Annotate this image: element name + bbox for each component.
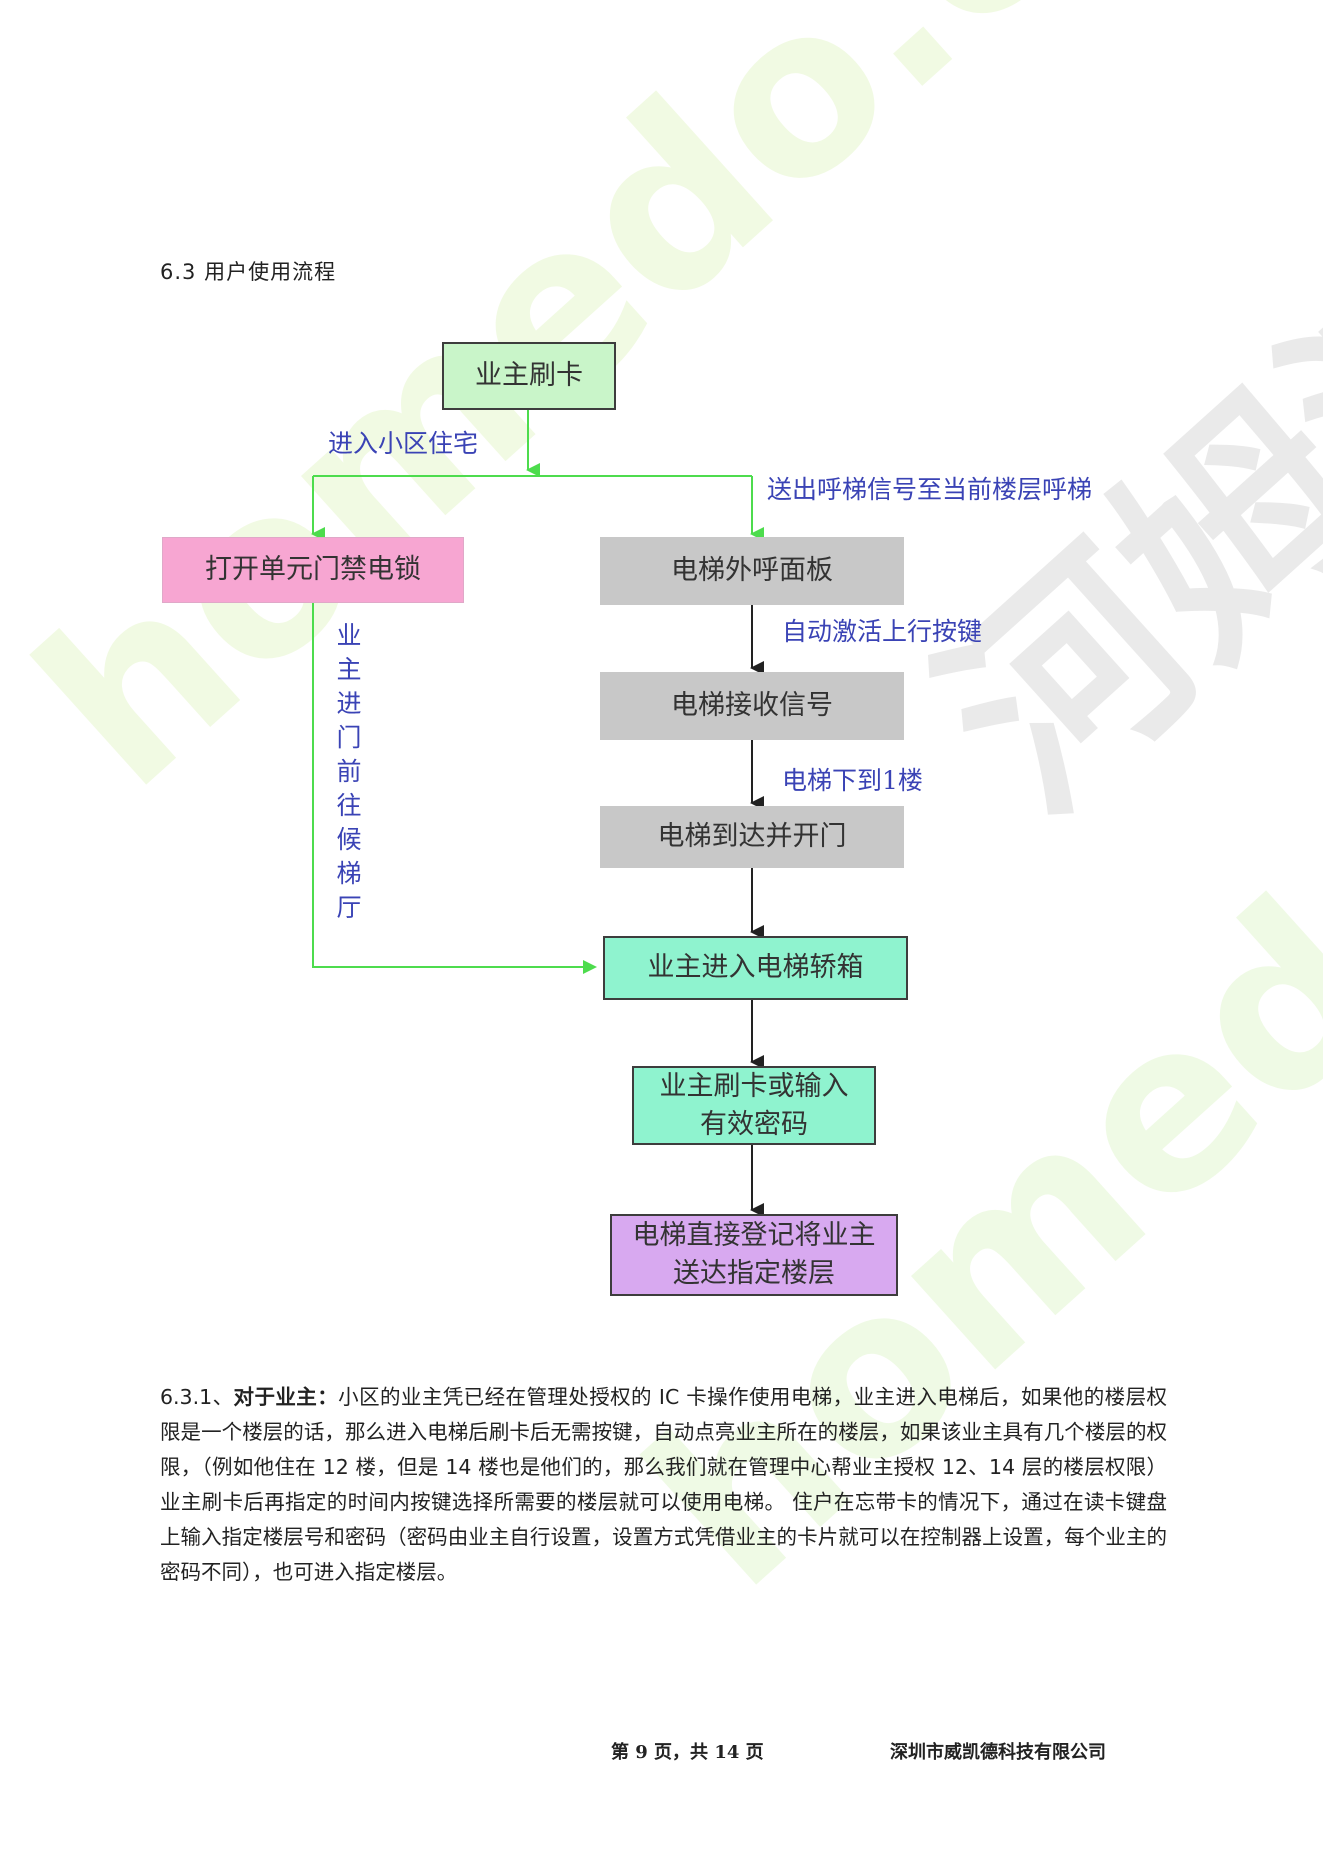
box-swipe-card: 业主刷卡 <box>442 342 616 410</box>
paragraph-owner-usage: 6.3.1、对于业主：小区的业主凭已经在管理处授权的 IC 卡操作使用电梯，业主… <box>160 1380 1167 1590</box>
box-swipe-or-password-line1: 业主刷卡或输入 <box>659 1070 849 1102</box>
label-walk-to-hall: 业主进门前往候梯厅 <box>333 622 362 928</box>
footer-company: 深圳市威凯德科技有限公司 <box>890 1742 1106 1763</box>
paragraph-bold-label: 对于业主： <box>233 1385 339 1409</box>
box-swipe-or-password-line2: 有效密码 <box>700 1108 808 1140</box>
section-title: 6.3 用户使用流程 <box>160 260 337 284</box>
box-deliver-floor-line2: 送达指定楼层 <box>673 1258 835 1289</box>
box-unlock-door-label: 打开单元门禁电锁 <box>205 554 421 585</box>
box-deliver-floor: 电梯直接登记将业主 送达指定楼层 <box>610 1214 898 1296</box>
label-send-call: 送出呼梯信号至当前楼层呼梯 <box>767 475 1093 504</box>
box-arrive-open: 电梯到达并开门 <box>600 806 904 868</box>
box-arrive-open-label: 电梯到达并开门 <box>657 821 847 852</box>
green-connectors <box>311 410 764 974</box>
paragraph-body: 小区的业主凭已经在管理处授权的 IC 卡操作使用电梯，业主进入电梯后，如果他的楼… <box>160 1385 1168 1584</box>
label-elevator-down: 电梯下到1楼 <box>782 766 923 795</box>
paragraph-prefix: 6.3.1、 <box>160 1385 234 1409</box>
label-enter-residence: 进入小区住宅 <box>328 429 479 458</box>
box-enter-car-label: 业主进入电梯轿箱 <box>647 952 864 983</box>
line-left-to-car <box>312 603 597 974</box>
box-unlock-door: 打开单元门禁电锁 <box>162 537 464 603</box>
box-hall-call-panel: 电梯外呼面板 <box>600 537 904 605</box>
label-auto-activate: 自动激活上行按键 <box>782 617 983 646</box>
box-swipe-card-label: 业主刷卡 <box>475 360 583 391</box>
box-enter-car: 业主进入电梯轿箱 <box>603 936 908 1000</box>
box-receive-signal-label: 电梯接收信号 <box>671 690 833 721</box>
box-deliver-floor-line1: 电梯直接登记将业主 <box>632 1220 876 1251</box>
box-receive-signal: 电梯接收信号 <box>600 672 904 740</box>
box-hall-call-panel-label: 电梯外呼面板 <box>671 555 833 586</box>
box-swipe-or-password: 业主刷卡或输入 有效密码 <box>632 1066 876 1145</box>
footer-page-number: 第 9 页，共 14 页 <box>611 1742 764 1763</box>
